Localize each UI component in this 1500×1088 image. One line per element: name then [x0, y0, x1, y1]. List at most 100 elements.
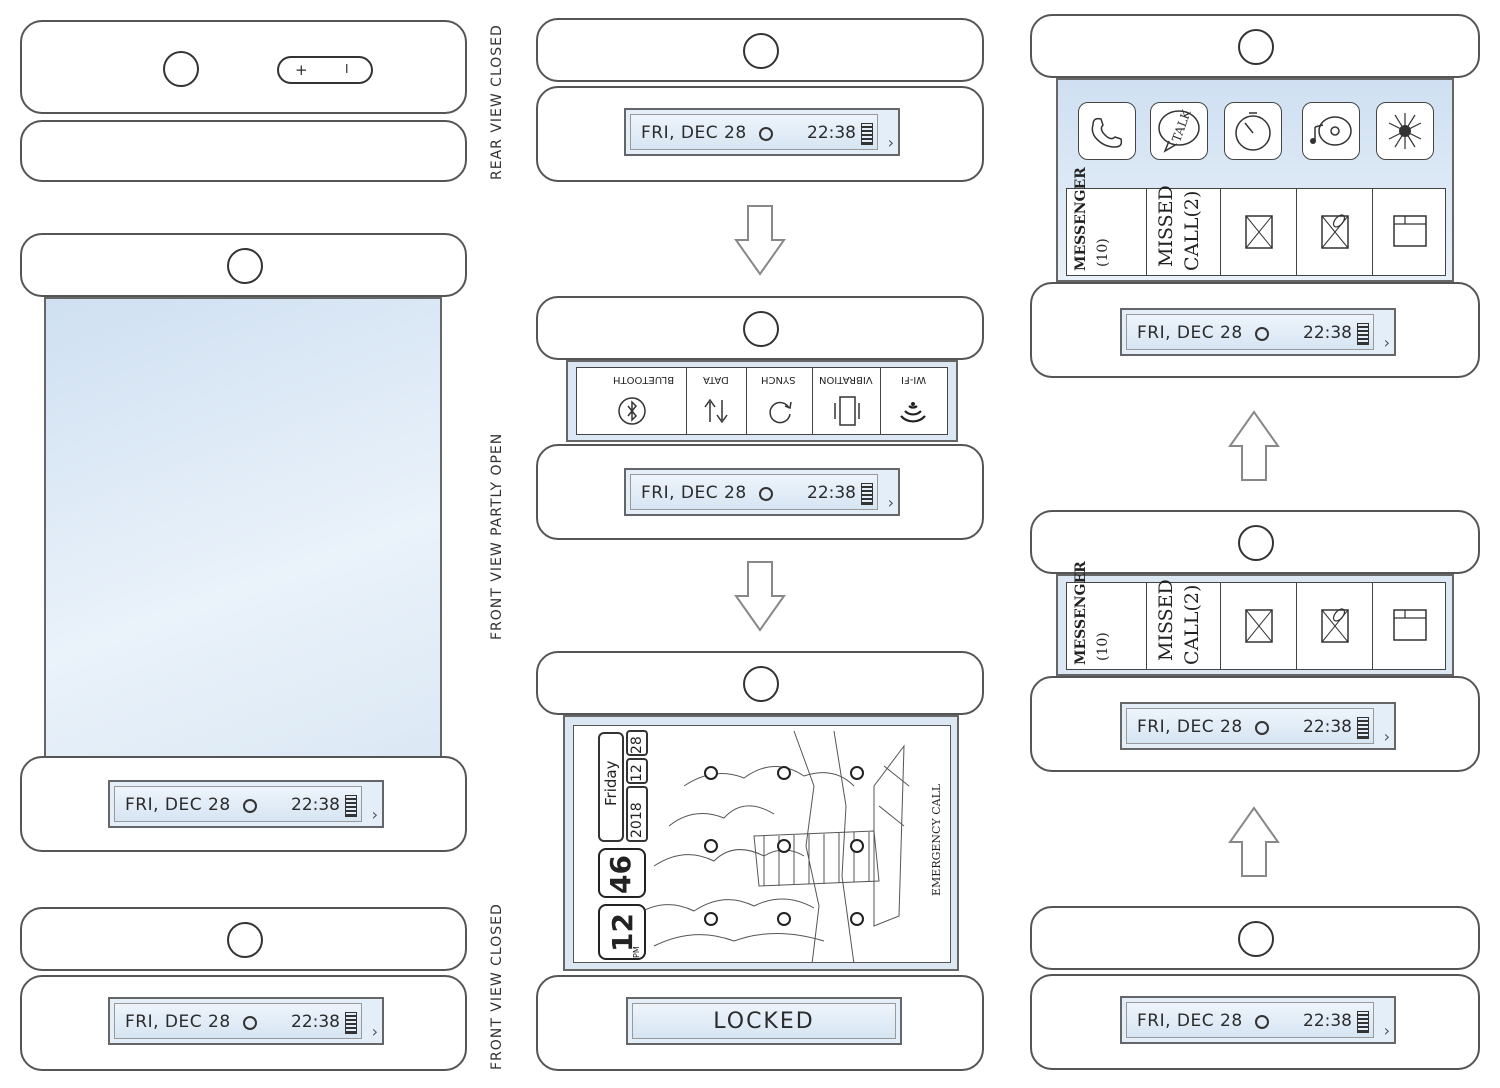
lock-day-box: Friday [598, 732, 624, 842]
quick-setting-vibration[interactable]: VIBRATION [813, 368, 881, 434]
status-bar[interactable]: FRI, DEC 28 22:38 › [108, 997, 384, 1045]
app-gallery[interactable] [1376, 102, 1434, 160]
status-time: 22:38 [1303, 717, 1352, 737]
pattern-dot[interactable] [850, 839, 864, 853]
lock-minute-box: 46 [598, 848, 646, 898]
lock-month: 12 [629, 764, 645, 782]
status-ring-icon [759, 127, 773, 141]
envelope-clip-icon [1321, 608, 1349, 643]
status-date: FRI, DEC 28 [641, 483, 747, 503]
stopwatch-icon [1235, 112, 1271, 151]
label-front-view-partly-open: FRONT VIEW PARTLY OPEN [489, 432, 505, 640]
notification-window[interactable] [1373, 583, 1445, 669]
notification-row: MESSENGER (10) MISSED CALL(2) [1066, 561, 1446, 670]
lock-year-box: 2018 [626, 786, 648, 842]
arrow-down-icon [734, 560, 786, 632]
chevron-right-icon[interactable]: › [887, 133, 894, 152]
label-front-view-closed: FRONT VIEW CLOSED [489, 903, 505, 1070]
lock-hour-box: 12 PM [598, 904, 646, 960]
app-music[interactable] [1302, 102, 1360, 160]
notification-mail-attachment[interactable] [1297, 583, 1373, 669]
notification-mail[interactable] [1221, 583, 1297, 669]
chevron-right-icon[interactable]: › [1383, 1021, 1390, 1040]
front-camera-icon [743, 666, 779, 702]
status-bar[interactable]: FRI, DEC 28 22:38 › [1120, 308, 1396, 356]
status-bar[interactable]: FRI, DEC 28 22:38 › [1120, 702, 1396, 750]
status-bar[interactable]: FRI, DEC 28 22:38 › [1120, 996, 1396, 1044]
front-camera-icon [227, 248, 263, 284]
status-ring-icon [759, 487, 773, 501]
chevron-right-icon[interactable]: › [887, 493, 894, 512]
status-bar[interactable]: FRI, DEC 28 22:38 › [624, 468, 900, 516]
pattern-dot[interactable] [850, 912, 864, 926]
front-camera-icon [1238, 525, 1274, 561]
pattern-dot[interactable] [704, 912, 718, 926]
app-talk[interactable]: TALK [1150, 102, 1208, 160]
window-icon [1393, 609, 1427, 641]
emergency-call-link[interactable]: EMERGENCY CALL [930, 783, 943, 896]
volume-plus-label: + [295, 61, 308, 79]
quick-setting-wifi[interactable]: WI-FI [881, 368, 947, 434]
notification-mail-attachment[interactable] [1297, 189, 1373, 275]
status-date: FRI, DEC 28 [125, 1012, 231, 1032]
notification-messenger[interactable]: MESSENGER (10) [1067, 167, 1147, 275]
app-phone[interactable] [1078, 102, 1136, 160]
locked-bar: LOCKED [626, 997, 902, 1045]
chevron-right-icon[interactable]: › [371, 1022, 378, 1041]
status-bar[interactable]: FRI, DEC 28 22:38 › [624, 108, 900, 156]
rear-closed-top-panel: + I [20, 20, 467, 114]
quick-setting-label: SYNCH [761, 374, 796, 385]
notification-line2: (10) [1095, 238, 1111, 267]
quick-setting-sync[interactable]: SYNCH [747, 368, 813, 434]
data-arrows-icon [704, 398, 728, 424]
locked-label: LOCKED [713, 1009, 815, 1034]
chevron-right-icon[interactable]: › [371, 805, 378, 824]
quick-setting-bluetooth[interactable]: BLUETOOTH [577, 368, 687, 434]
notification-display: MESSENGER (10) MISSED CALL(2) [1056, 561, 1454, 676]
envelope-icon [1245, 215, 1273, 249]
chevron-right-icon[interactable]: › [1383, 727, 1390, 746]
open-top-panel [20, 233, 467, 297]
pattern-dot[interactable] [704, 839, 718, 853]
volume-minus-label: I [345, 62, 349, 76]
pattern-dot[interactable] [704, 766, 718, 780]
notification-row: MESSENGER (10) MISSED CALL(2) [1066, 167, 1446, 276]
step1-top-panel [536, 18, 984, 82]
notification-window[interactable] [1373, 189, 1445, 275]
quick-setting-data[interactable]: DATA [687, 368, 747, 434]
status-ring-icon [1255, 721, 1269, 735]
envelope-icon [1245, 609, 1273, 643]
quick-setting-label: DATA [703, 374, 729, 385]
quick-setting-label: WI-FI [901, 374, 927, 385]
notification-line1: MISSED [1155, 185, 1177, 267]
status-time: 22:38 [807, 123, 856, 143]
notification-line2: CALL(2) [1181, 584, 1203, 665]
notification-messenger[interactable]: MESSENGER (10) [1067, 561, 1147, 669]
notification-mail[interactable] [1221, 189, 1297, 275]
quick-setting-label: BLUETOOTH [613, 374, 675, 385]
notification-missed-call[interactable]: MISSED CALL(2) [1147, 185, 1221, 275]
pattern-dot[interactable] [777, 912, 791, 926]
status-ring-icon [1255, 327, 1269, 341]
app-timer[interactable] [1224, 102, 1282, 160]
pattern-dot[interactable] [777, 766, 791, 780]
status-time: 22:38 [291, 795, 340, 815]
chevron-right-icon[interactable]: › [1383, 333, 1390, 352]
front-camera-icon [227, 922, 263, 958]
notification-missed-call[interactable]: MISSED CALL(2) [1147, 579, 1221, 669]
step3-bottom-panel: LOCKED [536, 975, 984, 1071]
apps-display: TALK MESSENGER (10) MISSED CALL(2) [1056, 78, 1454, 282]
quick-settings-row: BLUETOOTH DATA SYNCH VIBRATION WI-FI [576, 367, 948, 435]
volume-rocker[interactable]: + I [277, 56, 373, 84]
status-ring-icon [1255, 1015, 1269, 1029]
front-closed-top-panel [20, 907, 467, 971]
pattern-dot[interactable] [777, 839, 791, 853]
label-rear-view-closed: REAR VIEW CLOSED [489, 24, 505, 180]
status-date: FRI, DEC 28 [641, 123, 747, 143]
talk-bubble-icon [1158, 110, 1200, 153]
notification-line2: (10) [1095, 632, 1111, 661]
lock-screen-content: Friday 2018 12 28 46 12 PM EMERGENCY CAL… [573, 725, 951, 963]
pattern-dot[interactable] [850, 766, 864, 780]
status-bar[interactable]: FRI, DEC 28 22:38 › [108, 780, 384, 828]
battery-icon [345, 1012, 357, 1034]
